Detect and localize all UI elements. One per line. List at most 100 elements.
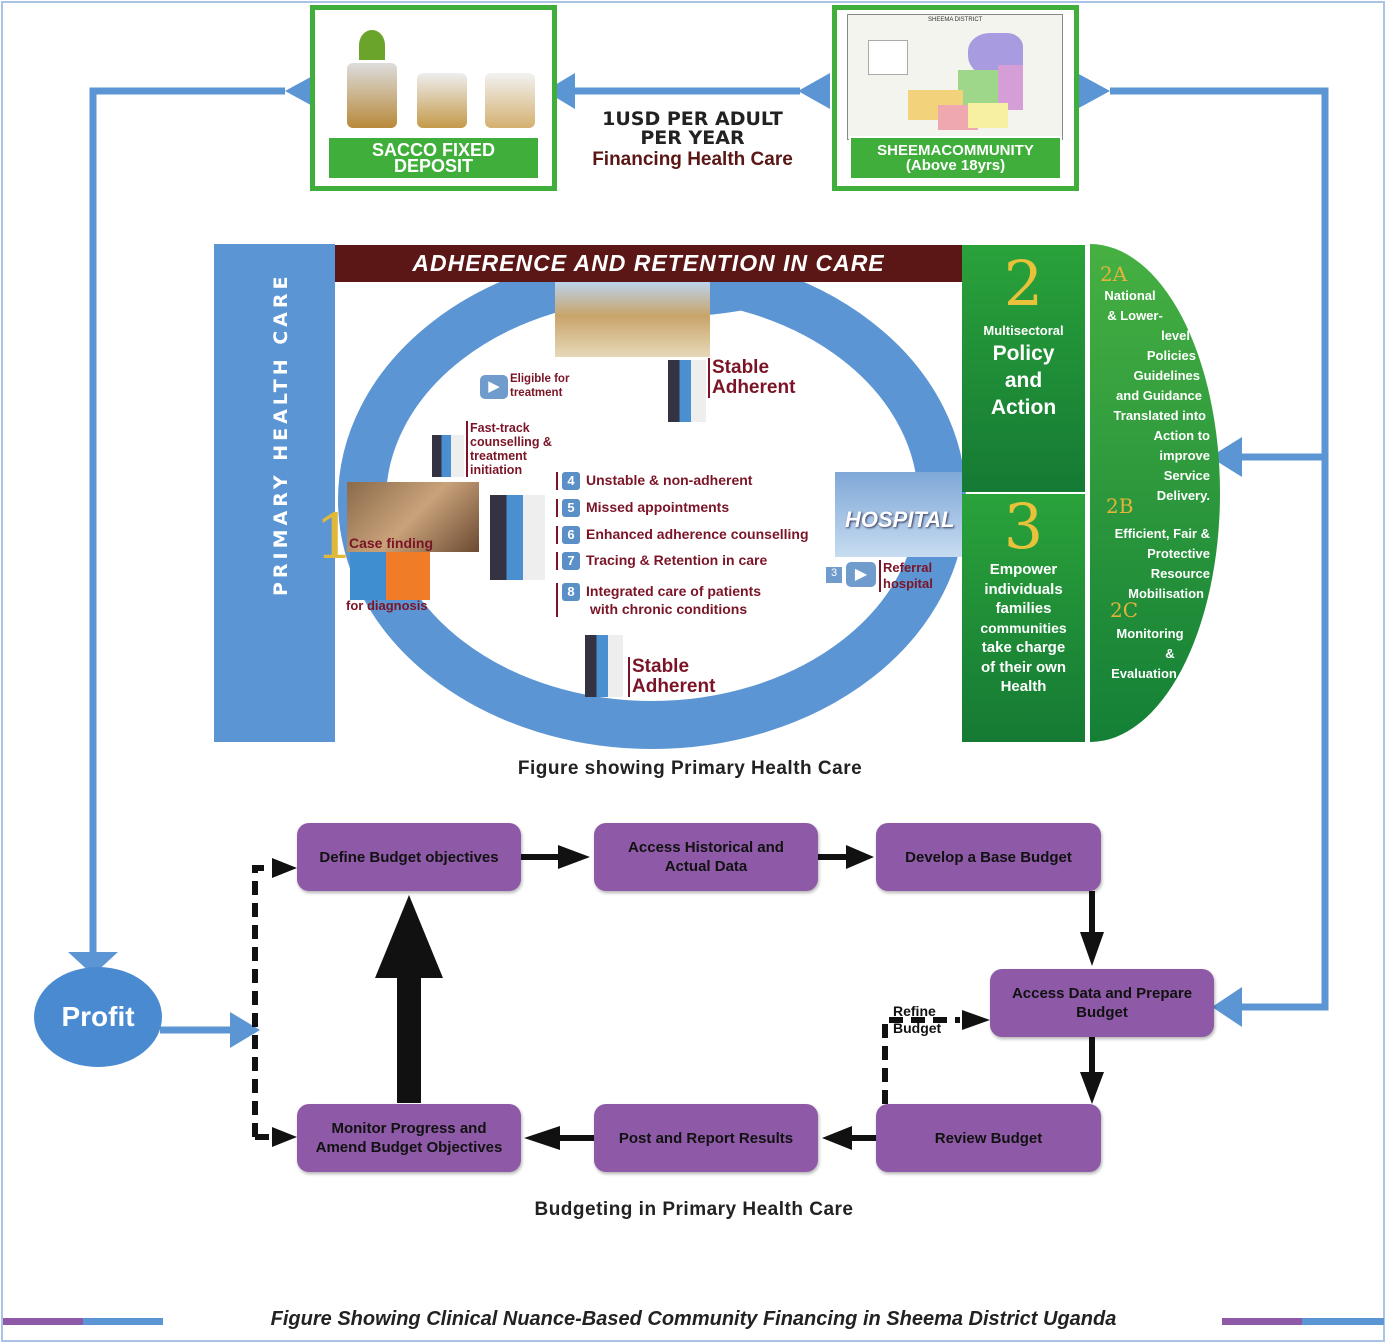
coin-jars-image (337, 18, 537, 136)
pillar-2-policy: 2 Multisectoral Policy and Action (962, 245, 1085, 492)
arrow-down-icon (68, 952, 118, 975)
arrow-left-icon (798, 73, 830, 109)
play-icon: ▶ (846, 562, 876, 587)
phc-banner: ADHERENCE AND RETENTION IN CARE (335, 245, 962, 282)
sub-line: Evaluation (1111, 666, 1177, 681)
phc-caption: Figure showing Primary Health Care (517, 758, 863, 779)
eligible-label: Eligible for treatment (510, 372, 569, 400)
sub-line: improve (1159, 448, 1210, 463)
hospital-sign: HOSPITAL (845, 507, 955, 532)
sub-line: Resource (1150, 566, 1210, 581)
arrow-left-icon (545, 73, 575, 109)
box-line: Monitor Progress and (331, 1120, 487, 1137)
stable-line: Adherent (712, 377, 796, 398)
profit-node: Profit (34, 967, 162, 1067)
sub-line: level (1161, 328, 1190, 343)
item-text: Enhanced adherence counselling (586, 526, 809, 542)
pillar-3-empower: 3 Empower individuals families communiti… (962, 494, 1085, 742)
arrow-right-icon (846, 845, 874, 869)
phc-side-column: PRIMARY HEALTH CARE (214, 244, 335, 742)
refine-line: Budget (893, 1020, 942, 1036)
referral-line: hospital (883, 576, 933, 591)
develop-base-budget-box: Develop a Base Budget (876, 823, 1101, 891)
financing-line: 1USD PER ADULT (602, 108, 783, 130)
item-number: 4 (562, 472, 580, 490)
arrow-left-icon (285, 73, 318, 109)
box-line: Budget (1076, 1004, 1128, 1021)
refine-line: Refine (893, 1003, 936, 1019)
arrow-left-icon (1210, 437, 1242, 477)
fast-track-line: treatment (470, 449, 527, 463)
refine-dashed-line (882, 1017, 960, 1104)
sub-line: Monitoring (1116, 626, 1184, 641)
sub-line: & Lower- (1107, 308, 1163, 323)
sheema-community-box: SHEEMA DISTRICT SHEEMACOMMUNITY (Above 1… (832, 5, 1079, 191)
health-centre-photo (555, 282, 710, 357)
big-up-arrow-icon (375, 895, 443, 978)
eligible-line: Eligible for (510, 373, 570, 385)
hospital-photo: HOSPITAL (835, 472, 962, 557)
sub-line: Mobilisation (1128, 586, 1204, 601)
pillar-line: communities (980, 619, 1067, 636)
item-text: Missed appointments (586, 499, 730, 515)
big-up-arrow-shaft (397, 975, 421, 1103)
fast-track-line: initiation (470, 463, 523, 477)
right-loop-line (1110, 87, 1329, 1011)
item-text: Tracing & Retention in care (586, 552, 768, 568)
item-number: 6 (562, 526, 580, 544)
post-report-results-box: Post and Report Results (594, 1104, 818, 1172)
budget-caption: Budgeting in Primary Health Care (534, 1199, 854, 1220)
sub-line: Action to (1153, 428, 1210, 443)
community-label-line: SHEEMACOMMUNITY (877, 142, 1034, 159)
stable-line: Stable (712, 357, 770, 378)
stable-adherent-bottom: Stable Adherent (628, 657, 715, 697)
box-line: Access Data and Prepare (1011, 985, 1193, 1002)
phc-side-title: PRIMARY HEALTH CARE (270, 272, 292, 596)
sub-2a-text: National & Lower- level Policies Guideli… (1090, 286, 1210, 506)
define-budget-objectives-box: Define Budget objectives (297, 823, 521, 891)
figure-caption: Figure Showing Clinical Nuance-Based Com… (270, 1308, 1117, 1330)
pillar-line: Empower (989, 561, 1058, 578)
sub-line: Service (1163, 468, 1210, 483)
pillar-line: Action (990, 396, 1057, 419)
arrow-right-icon (1077, 73, 1110, 109)
arrow-down-icon (1080, 932, 1104, 966)
sacco-label-line: DEPOSIT (393, 156, 473, 176)
map-title: SHEEMA DISTRICT (928, 17, 983, 23)
arrow-left-icon (1212, 987, 1242, 1027)
care-item-4: 4 Unstable & non-adherent (556, 472, 752, 490)
sub-2c-label: 2C (1110, 598, 1139, 622)
financing-line: Financing Health Care (592, 149, 793, 170)
eligible-line: treatment (510, 387, 563, 399)
referral-number: 3 (826, 567, 842, 583)
fast-track-label: Fast-track counselling & treatment initi… (466, 421, 552, 477)
referral-label: Referral hospital (879, 560, 933, 592)
review-budget-box: Review Budget (876, 1104, 1101, 1172)
pillar-number: 3 (1003, 490, 1044, 563)
care-item-6: 6 Enhanced adherence counselling (556, 526, 809, 544)
item-number: 8 (562, 583, 580, 601)
item-text: with chronic conditions (590, 601, 748, 617)
village-photo (347, 482, 479, 552)
arrow-left-icon (524, 1126, 560, 1150)
pillar-line: individuals (984, 580, 1063, 598)
sub-line: Protective (1147, 546, 1210, 561)
pillar-line: of their own (981, 658, 1066, 676)
sub-line: Delivery. (1156, 488, 1210, 503)
people-icon (668, 360, 706, 422)
sub-line: Policies (1146, 348, 1196, 363)
sub-line: and Guidance (1116, 388, 1202, 403)
pillar-line: take charge (981, 639, 1066, 656)
stable-line: Adherent (632, 676, 716, 697)
people-icon (585, 635, 623, 697)
sub-line: Efficient, Fair & (1114, 526, 1210, 541)
item-text: Unstable & non-adherent (586, 472, 753, 488)
sub-line: Guidelines (1133, 368, 1200, 383)
sub-2b-text: Efficient, Fair & Protective Resource Mo… (1090, 524, 1210, 604)
pillar-line: Policy (992, 342, 1055, 365)
